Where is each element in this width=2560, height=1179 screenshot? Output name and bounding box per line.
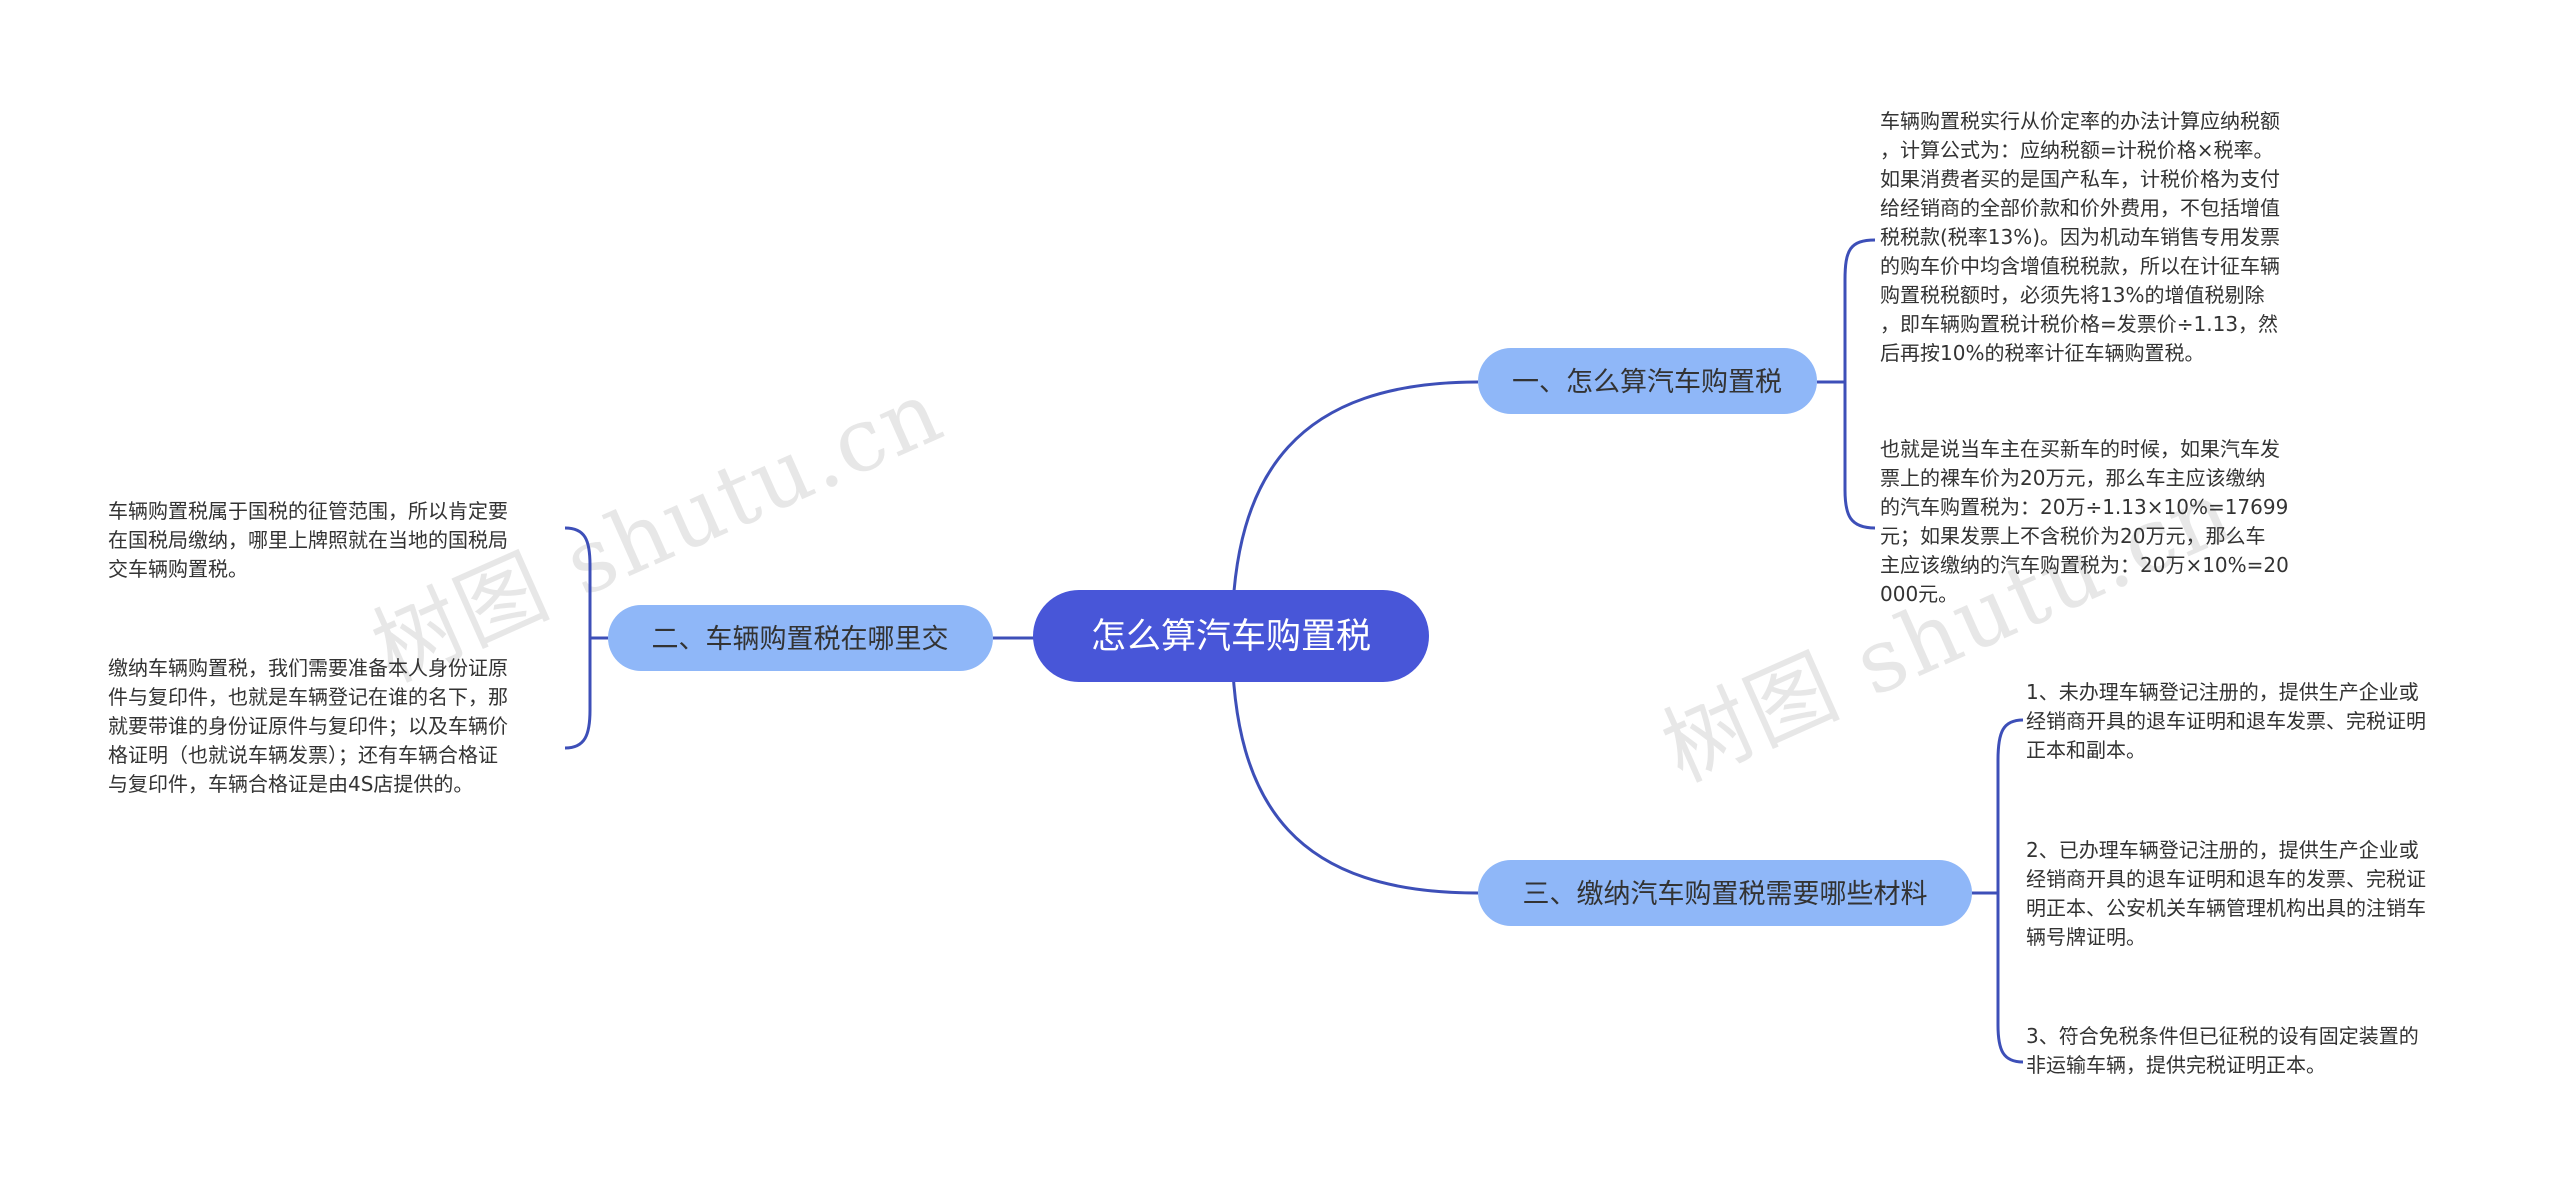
leaf-text: 缴纳车辆购置税，我们需要准备本人身份证原 件与复印件，也就是车辆登记在谁的名下，… xyxy=(108,656,508,796)
branch-label: 二、车辆购置税在哪里交 xyxy=(652,624,949,655)
branch-node-1[interactable]: 一、怎么算汽车购置税 xyxy=(1478,348,1817,414)
connector-root-branch-3 xyxy=(1230,637,1479,895)
leaf-text: 也就是说当车主在买新车的时候，如果汽车发 票上的裸车价为20万元，那么车主应该缴… xyxy=(1880,437,2289,606)
bracket-branch-3 xyxy=(1996,718,2024,1064)
branch-label: 三、缴纳汽车购置税需要哪些材料 xyxy=(1523,879,1928,910)
leaf-text: 车辆购置税实行从价定率的办法计算应纳税额 ，计算公式为：应纳税额=计税价格×税率… xyxy=(1880,109,2281,365)
root-node[interactable]: 怎么算汽车购置税 xyxy=(1033,590,1429,682)
leaf-text: 车辆购置税属于国税的征管范围，所以肯定要 在国税局缴纳，哪里上牌照就在当地的国税… xyxy=(108,499,508,581)
root-label: 怎么算汽车购置税 xyxy=(1091,617,1371,657)
bracket-branch-2 xyxy=(564,526,592,750)
branch-label: 一、怎么算汽车购置税 xyxy=(1512,367,1782,398)
leaf-text: 2、已办理车辆登记注册的，提供生产企业或 经销商开具的退车证明和退车的发票、完税… xyxy=(2026,838,2426,949)
bracket-branch-1 xyxy=(1843,238,1876,530)
branch-node-2[interactable]: 二、车辆购置税在哪里交 xyxy=(608,605,993,671)
leaf-text: 1、未办理车辆登记注册的，提供生产企业或 经销商开具的退车证明和退车发票、完税证… xyxy=(2026,680,2426,762)
branch-node-3[interactable]: 三、缴纳汽车购置税需要哪些材料 xyxy=(1478,860,1972,926)
connector-root-branch-1 xyxy=(1230,380,1479,639)
leaf-text: 3、符合免税条件但已征税的设有固定装置的 非运输车辆，提供完税证明正本。 xyxy=(2026,1024,2419,1077)
